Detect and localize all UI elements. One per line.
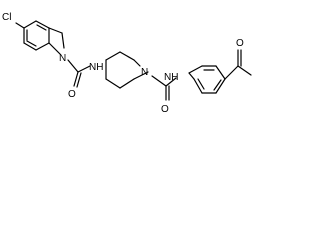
amide1-nh-label: NH [89,62,103,73]
chloro-bond [15,22,25,29]
acetyl-group [224,49,252,80]
piperidine-nitrogen-label: N [141,67,148,78]
piperidine-ring [105,51,149,89]
phenyl-ring [188,65,226,94]
amide2-nh-label: NH [164,72,178,83]
urea-linker-2 [151,75,177,101]
indoline-five-ring [48,27,65,55]
amide2-oxygen-label: O [161,104,169,115]
molecule-structure-diagram: Cl N O NH N O NH O [2,12,252,115]
amide1-oxygen-label: O [68,89,76,100]
acetyl-oxygen-label: O [236,38,244,49]
urea-linker-1 [67,59,91,88]
chlorine-label: Cl [2,12,11,23]
indoline-nitrogen-label: N [59,53,66,64]
indoline-benzene-ring [23,20,50,51]
